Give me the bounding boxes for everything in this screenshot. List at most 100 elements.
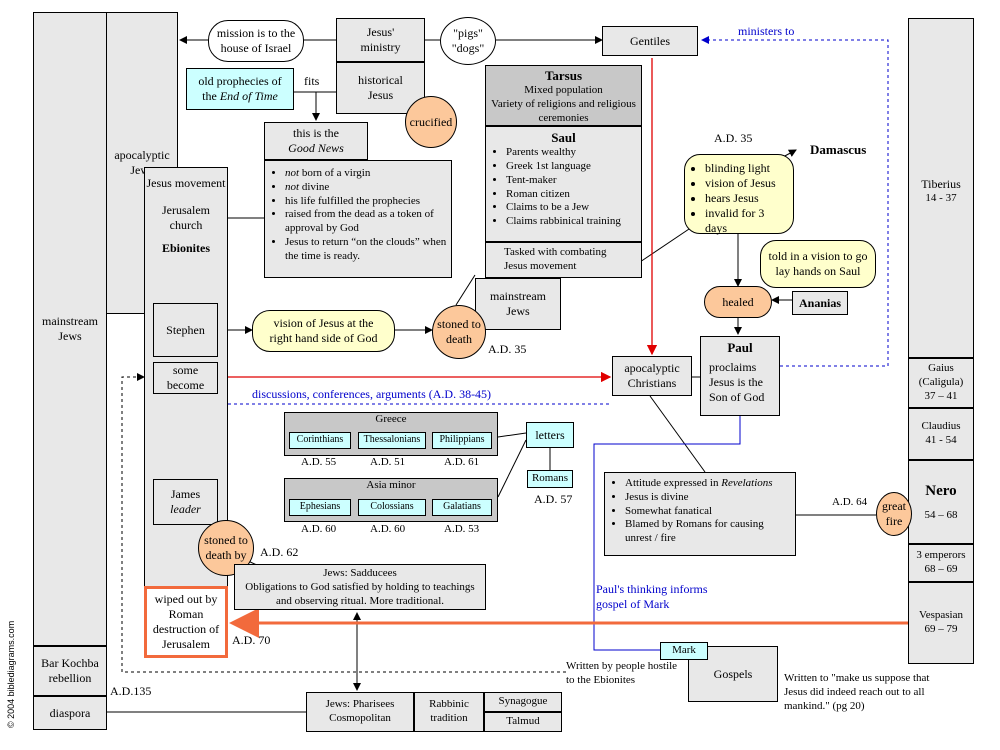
stoned-by-date: A.D. 62 — [260, 545, 299, 559]
nero-box: Nero 54 – 68 — [908, 460, 974, 544]
mainstream-jews-small-box: mainstream Jews — [475, 278, 561, 330]
ananias-label: Ananias — [798, 295, 842, 310]
nero-dates: 54 – 68 — [924, 508, 958, 521]
sadducees-text: Obligations to God satisfied by holding … — [245, 580, 475, 607]
stoned-circle: stoned to death — [432, 305, 486, 359]
bar-kochba-label: Bar Kochba rebellion — [41, 656, 99, 685]
diaspora-box: diaspora — [33, 696, 107, 730]
written-by-label: Written by people hostile to the Ebionit… — [566, 660, 678, 686]
attitude-list: Attitude expressed in Revelations Jesus … — [609, 477, 791, 546]
line-paul-mark — [593, 416, 741, 651]
told-vision-box: told in a vision to go lay hands on Saul — [760, 240, 876, 288]
three-emperors-dates: 68 – 69 — [924, 563, 958, 575]
letters-label: letters — [535, 427, 565, 442]
talmud-box: Talmud — [484, 712, 562, 732]
sadducees-box: Jews: Sadducees Obligations to God satis… — [234, 564, 486, 610]
historical-jesus-label: historical Jesus — [358, 73, 403, 102]
tiberius-box: Tiberius 14 - 37 — [908, 18, 974, 358]
pigs-dogs-circle: "pigs" "dogs" — [440, 17, 496, 65]
good-news-item: Jesus to return “on the clouds” when the… — [285, 236, 447, 264]
saul-item: Claims to be a Jew — [506, 201, 637, 215]
old-prophecies-label: old prophecies of — [198, 74, 282, 88]
historical-jesus-box: historical Jesus — [336, 62, 425, 114]
tarsus-title: Tarsus — [544, 68, 583, 83]
romans-box: Romans — [527, 470, 573, 488]
asia-label: Asia minor — [366, 479, 416, 491]
letter-philippians: Philippians — [432, 432, 492, 449]
attitude-item: Somewhat fanatical — [625, 505, 791, 519]
mark-box: Mark — [660, 642, 708, 660]
nero-label: Nero — [925, 482, 957, 499]
fits-label: fits — [304, 74, 320, 88]
letter-date: A.D. 53 — [444, 523, 480, 535]
good-news-list: not born of a virginnot divinehis life f… — [269, 167, 447, 263]
bar-kochba-date: A.D.135 — [110, 684, 152, 698]
line-greece-letters — [497, 432, 527, 438]
good-news-item: his life fulfilled the prophecies — [285, 195, 447, 209]
saul-box: Saul Parents wealthyGreek 1st languageTe… — [485, 126, 642, 242]
sadducees-title: Jews: Sadducees — [323, 567, 397, 579]
pharisees-box: Jews: Pharisees Cosmopolitan — [306, 692, 414, 732]
vespasian-label: Vespasian — [919, 609, 963, 622]
good-news-title-b: Good News — [288, 141, 344, 155]
tiberius-dates: 14 - 37 — [925, 192, 957, 204]
gaius-label: Gaius (Caligula) — [918, 362, 964, 389]
great-fire-circle: great fire — [876, 492, 912, 536]
jesus-ministry-label: Jesus' ministry — [360, 25, 401, 54]
end-of-time-line: the End of Time — [202, 89, 278, 104]
talmud-label: Talmud — [506, 715, 540, 728]
crucified-label: crucified — [409, 114, 453, 129]
gospels-label: Gospels — [713, 666, 753, 681]
attitude-item-0: Attitude expressed in — [625, 477, 722, 489]
romans-date: A.D. 57 — [534, 492, 573, 506]
mainstream-jews-column: mainstream Jews — [33, 12, 107, 646]
attitude-item: Jesus is divine — [625, 491, 791, 505]
saul-item: Claims rabbinical training — [506, 215, 637, 229]
damascus-item: hears Jesus — [705, 191, 789, 206]
line-tasked-damascus — [639, 224, 696, 263]
attitude-item: Blamed by Romans for causing unrest / fi… — [625, 518, 791, 546]
greece-label: Greece — [375, 413, 407, 425]
stephen-label: Stephen — [166, 322, 205, 337]
end-of-time-label: End of Time — [219, 89, 278, 103]
james-label: James — [170, 487, 201, 501]
tasked-box: Tasked with combating Jesus movement — [485, 242, 642, 278]
written-to-label: Written to "make us suppose that Jesus d… — [784, 672, 930, 712]
ananias-box: Ananias — [792, 291, 848, 315]
paul-label: Paul — [727, 340, 753, 355]
crucified-circle: crucified — [405, 96, 457, 148]
gaius-box: Gaius (Caligula)37 – 41 — [908, 358, 974, 408]
pigs-dogs-label: "pigs" "dogs" — [451, 26, 485, 55]
dashed-paul-gentiles — [701, 36, 889, 367]
letter-date: A.D. 61 — [444, 456, 480, 468]
tiberius-label: Tiberius — [921, 177, 961, 191]
diaspora-label: diaspora — [49, 705, 91, 720]
line-stoned-mainstream — [455, 274, 476, 306]
stephen-vision-box: vision of Jesus at the right hand side o… — [252, 310, 395, 352]
saul-item: Parents wealthy — [506, 146, 637, 160]
healed-pill: healed — [704, 286, 772, 318]
good-news-item: raised from the dead as a token of appro… — [285, 208, 447, 236]
vespasian-dates: 69 – 79 — [924, 623, 958, 635]
tasked-label: Tasked with combating Jesus movement — [504, 246, 607, 272]
letter-date: A.D. 55 — [301, 456, 337, 468]
letter-date: A.D. 51 — [370, 456, 406, 468]
damascus-label: Damascus — [810, 142, 867, 157]
mark-label: Mark — [672, 644, 696, 657]
letter-thessalonians: Thessalonians — [358, 432, 426, 449]
mission-label: mission is to the house of Israel — [216, 26, 296, 55]
wiped-out-label: wiped out by Roman destruction of Jerusa… — [152, 592, 220, 651]
james-leader-label: leader — [170, 502, 201, 516]
damascus-item: vision of Jesus — [705, 176, 789, 191]
damascus-item: blinding light — [705, 161, 789, 176]
letter-galatians: Galatians — [432, 499, 492, 516]
three-emperors-label: 3 emperors — [916, 549, 966, 562]
gentiles-box: Gentiles — [602, 26, 698, 56]
gentiles-label: Gentiles — [630, 33, 670, 48]
gaius-dates: 37 – 41 — [924, 389, 958, 402]
letter-colossians: Colossians — [358, 499, 426, 516]
discussions-label: discussions, conferences, arguments (A.D… — [252, 387, 492, 401]
stephen-box: Stephen — [153, 303, 218, 357]
